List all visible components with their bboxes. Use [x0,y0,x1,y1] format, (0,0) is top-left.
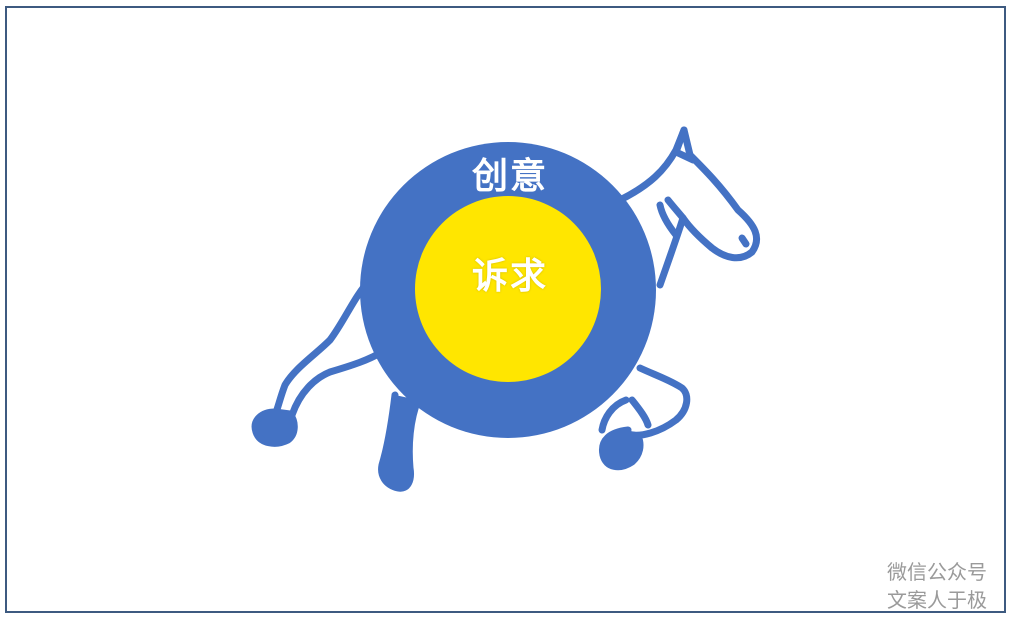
watermark: 微信公众号 文案人于极 [887,558,987,614]
inner-circle [415,196,601,382]
horse-icon [251,126,760,492]
horse-belly-leg [378,391,422,492]
horse-front-leg-inner [628,396,652,429]
horse-hind-hoof [251,408,298,447]
horse-nostril [738,234,750,248]
horse-ear [672,126,697,164]
horse-hind-leg [271,276,374,419]
horse-hind-leg-inner [288,346,389,419]
horse-front-leg [624,364,691,439]
watermark-line-2: 文案人于极 [887,588,987,612]
horse-front-leg-2 [598,396,630,434]
inner-circle-label: 诉求 [471,255,548,297]
watermark-line-1: 微信公众号 [887,560,987,584]
horse-front-hoof [598,426,644,471]
horse-mane [656,201,680,239]
horse-chest-outline [656,214,687,289]
outer-circle-label: 创意 [471,155,548,197]
